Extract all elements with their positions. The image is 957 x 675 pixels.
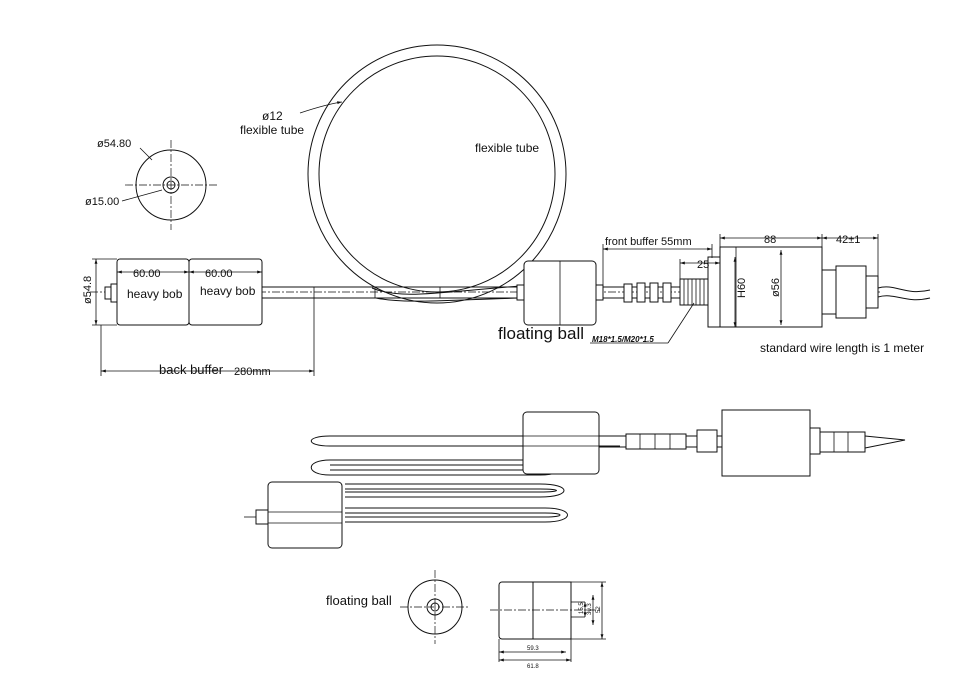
bob-length-2-label: 60.00 [205,268,233,280]
front-buffer [603,282,680,303]
flexible-tube-label-left: flexible tube [240,123,304,137]
dimensions-top [92,101,879,376]
floating-ball-bottom-label: floating ball [326,593,392,608]
flexible-tube-label-center: flexible tube [475,141,539,155]
back-buffer-label: back buffer [159,362,224,377]
bob-inner-diameter-label: ø15.00 [85,196,119,208]
heavy-bob-1-label: heavy bob [127,287,183,301]
dim-15-5-label: 15.5 [579,602,585,614]
coiled-assembly-view [244,409,906,549]
dim-42-label: 42±1 [836,234,860,246]
back-buffer-length: 280mm [234,366,271,378]
dim-52-label: 52 [596,606,602,613]
dim-88-label: 88 [764,234,776,246]
floating-ball-end-view [400,570,470,644]
thread-spec-label: M18*1.5/M20*1.5 [592,335,654,344]
dim-d56-label: ø56 [770,278,782,297]
heavy-bob-2-label: heavy bob [200,284,256,298]
front-buffer-label: front buffer 55mm [605,236,692,248]
heavy-bob-end-view [121,140,217,230]
tube-diameter-label: ø12 [262,109,283,123]
dim-59-3-label: 59.3 [527,646,539,652]
heavy-bob-2 [188,258,263,326]
bob-height-label: ø54.8 [82,276,94,304]
dim-25-label: 25 [697,259,709,271]
dim-61-8-label: 61.8 [527,664,539,670]
bob-length-1-label: 60.00 [133,268,161,280]
wire-length-note: standard wire length is 1 meter [760,341,924,355]
dim-30-3-label: 30.3 [587,603,593,615]
bob-outer-diameter-label: ø54.80 [97,138,131,150]
floating-ball-section-view [490,581,606,662]
dim-h60-label: H60 [736,278,748,298]
floating-ball-label: floating ball [498,324,584,343]
thread-fitting [679,256,721,328]
floating-ball-top [516,260,604,326]
heavy-bob-1 [104,258,190,326]
switch-housing [719,246,931,328]
